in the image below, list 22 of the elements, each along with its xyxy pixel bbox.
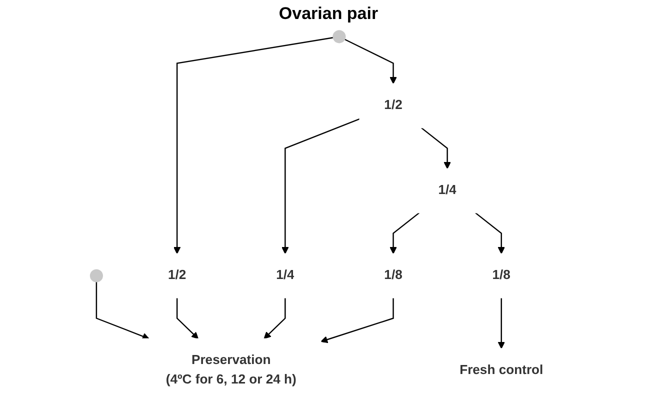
arrow (263, 298, 286, 340)
node-text: 1/8 (492, 268, 510, 282)
arrow (389, 212, 420, 254)
node-text: 1/8 (384, 268, 402, 282)
node-text: Fresh control (459, 363, 543, 378)
node-text: 1/4 (438, 183, 456, 198)
node-text: Preservation (4ºC for 6, 12 or 24 h) (165, 353, 296, 387)
arrow (281, 118, 360, 254)
arrow (320, 298, 394, 344)
arrow (176, 298, 198, 340)
arrow (497, 298, 504, 349)
arrow (95, 282, 149, 340)
node-ellipse (89, 269, 102, 282)
arrow (344, 38, 396, 84)
node-text: 1/4 (276, 268, 294, 282)
arrow (420, 127, 450, 169)
node-text: 1/2 (167, 268, 186, 282)
node-text: 1/2 (384, 98, 402, 112)
node-ellipse (332, 30, 346, 44)
arrow (474, 212, 504, 254)
title: Ovarian pair (278, 4, 380, 24)
arrow (172, 37, 333, 254)
